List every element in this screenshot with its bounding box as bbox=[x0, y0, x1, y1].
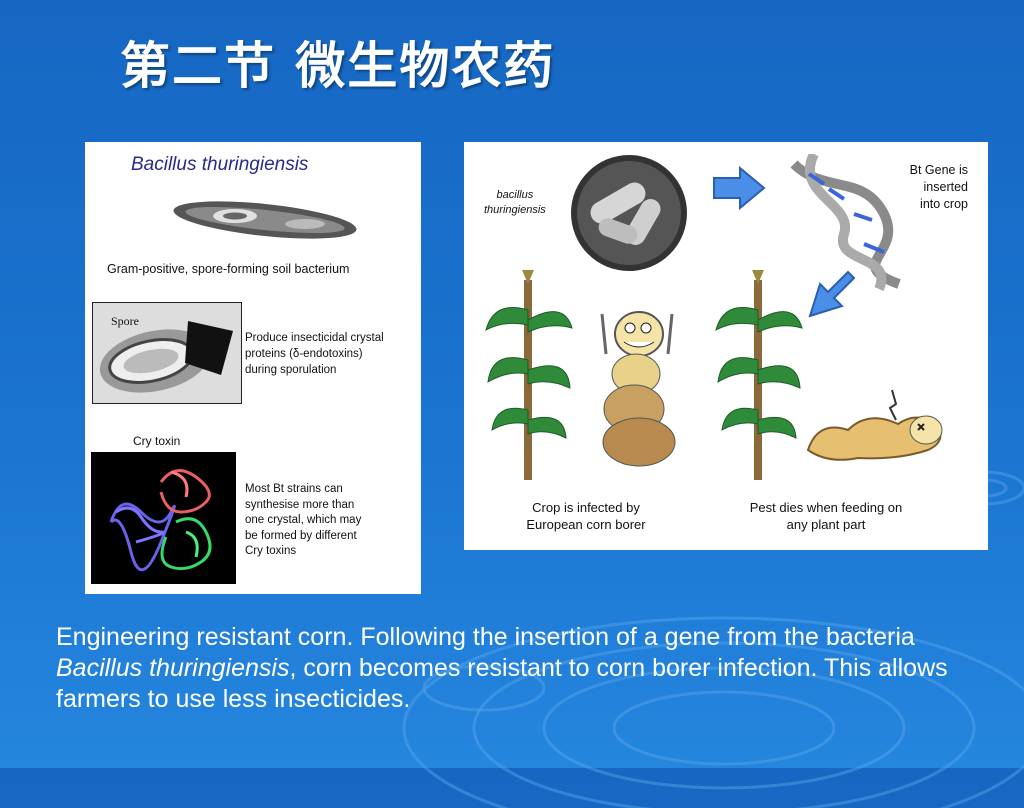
crystal-protein-text: Produce insecticidal crystal proteins (δ… bbox=[245, 330, 420, 378]
pest-caption-line: Pest dies when feeding on bbox=[749, 500, 903, 515]
spore-micrograph bbox=[92, 302, 242, 404]
dna-helix-illustration bbox=[790, 154, 901, 291]
crystal-text-line: Produce insecticidal crystal bbox=[245, 332, 384, 344]
spore-label: Spore bbox=[111, 314, 139, 328]
caption-text-start: Engineering resistant corn. Following th… bbox=[56, 623, 915, 651]
caption-text-end: , corn becomes resistant to corn borer i… bbox=[56, 654, 948, 713]
bacillus-label-line: bacillus bbox=[496, 189, 534, 201]
arrow-down-left-icon bbox=[808, 270, 856, 318]
bacteria-micrograph bbox=[571, 155, 687, 271]
figure-heading: Bacillus thuringiensis bbox=[131, 154, 309, 175]
bacterium-illustration bbox=[173, 201, 357, 239]
cry-toxin-structure bbox=[91, 452, 236, 584]
bt-gene-line: into crop bbox=[920, 197, 968, 211]
slide-caption: Engineering resistant corn. Following th… bbox=[56, 622, 986, 715]
corn-plant-infected bbox=[485, 270, 573, 480]
bacillus-label-line: thuringiensis bbox=[484, 204, 546, 216]
arrow-right-icon bbox=[713, 165, 766, 211]
strains-text-line: Cry toxins bbox=[245, 545, 297, 557]
bacillus-label: bacillus thuringiensis bbox=[484, 188, 546, 218]
bt-gene-line: inserted bbox=[923, 180, 968, 194]
crystal-text-line: during sporulation bbox=[245, 364, 337, 376]
strains-text-line: one crystal, which may bbox=[245, 514, 362, 526]
infected-crop-caption: Crop is infected by European corn borer bbox=[506, 499, 666, 533]
corn-borer-larva-illustration bbox=[600, 311, 676, 467]
crop-caption-line: European corn borer bbox=[526, 517, 646, 532]
strains-text-line: be formed by different bbox=[245, 529, 357, 542]
pest-caption-line: any plant part bbox=[786, 517, 866, 532]
dead-pest-illustration bbox=[806, 389, 943, 461]
crystal-text-line: proteins (δ-endotoxins) bbox=[245, 348, 363, 360]
cry-strains-text: Most Bt strains can synthesise more than… bbox=[245, 482, 415, 560]
bt-gene-line: Bt Gene is bbox=[909, 163, 968, 177]
strains-text-line: Most Bt strains can bbox=[245, 483, 343, 495]
crop-caption-line: Crop is infected by bbox=[532, 500, 640, 515]
pest-dies-caption: Pest dies when feeding on any plant part bbox=[726, 499, 926, 533]
slide-title: 第二节 微生物农药 bbox=[120, 37, 556, 95]
strains-text-line: synthesise more than bbox=[245, 498, 355, 511]
bacterium-description: Gram-positive, spore-forming soil bacter… bbox=[107, 262, 350, 276]
bt-gene-label: Bt Gene is inserted into crop bbox=[862, 162, 968, 213]
cry-toxin-label: Cry toxin bbox=[133, 434, 181, 448]
bt-info-figure: Bacillus thuringiensis Gram-positive, sp… bbox=[85, 142, 421, 594]
caption-species-name: Bacillus thuringiensis bbox=[56, 654, 290, 682]
bt-corn-process-figure: bacillus thuringiensis Bt Gene is insert… bbox=[464, 142, 988, 550]
corn-plant-resistant bbox=[715, 270, 803, 480]
